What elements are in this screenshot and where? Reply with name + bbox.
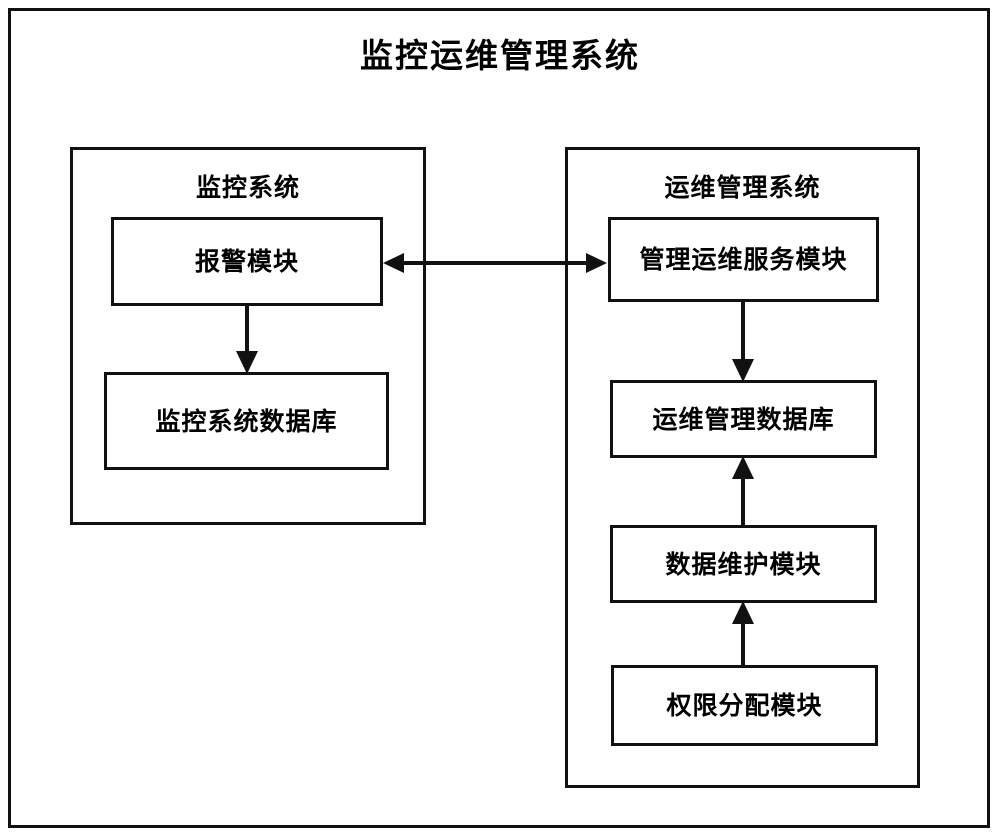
box-ops-service-module[interactable]: 管理运维服务模块 <box>608 217 879 302</box>
box-label-ops-service-module: 管理运维服务模块 <box>639 245 848 274</box>
panel-title-ops-management-system: 运维管理系统 <box>664 173 821 202</box>
box-ops-database[interactable]: 运维管理数据库 <box>610 380 877 458</box>
box-alarm-module[interactable]: 报警模块 <box>111 217 383 306</box>
diagram-title: 监控运维管理系统 <box>360 36 640 75</box>
box-label-alarm-module: 报警模块 <box>194 247 299 276</box>
box-label-monitoring-database: 监控系统数据库 <box>155 406 338 436</box>
box-label-data-maintenance-module: 数据维护模块 <box>665 549 822 579</box>
box-permission-allocation-module[interactable]: 权限分配模块 <box>611 665 878 746</box>
box-data-maintenance-module[interactable]: 数据维护模块 <box>610 525 877 603</box>
panel-title-monitoring-system: 监控系统 <box>195 173 300 202</box>
box-label-ops-database: 运维管理数据库 <box>652 404 835 434</box>
box-monitoring-database[interactable]: 监控系统数据库 <box>104 372 389 470</box>
box-label-permission-allocation-module: 权限分配模块 <box>666 691 823 720</box>
